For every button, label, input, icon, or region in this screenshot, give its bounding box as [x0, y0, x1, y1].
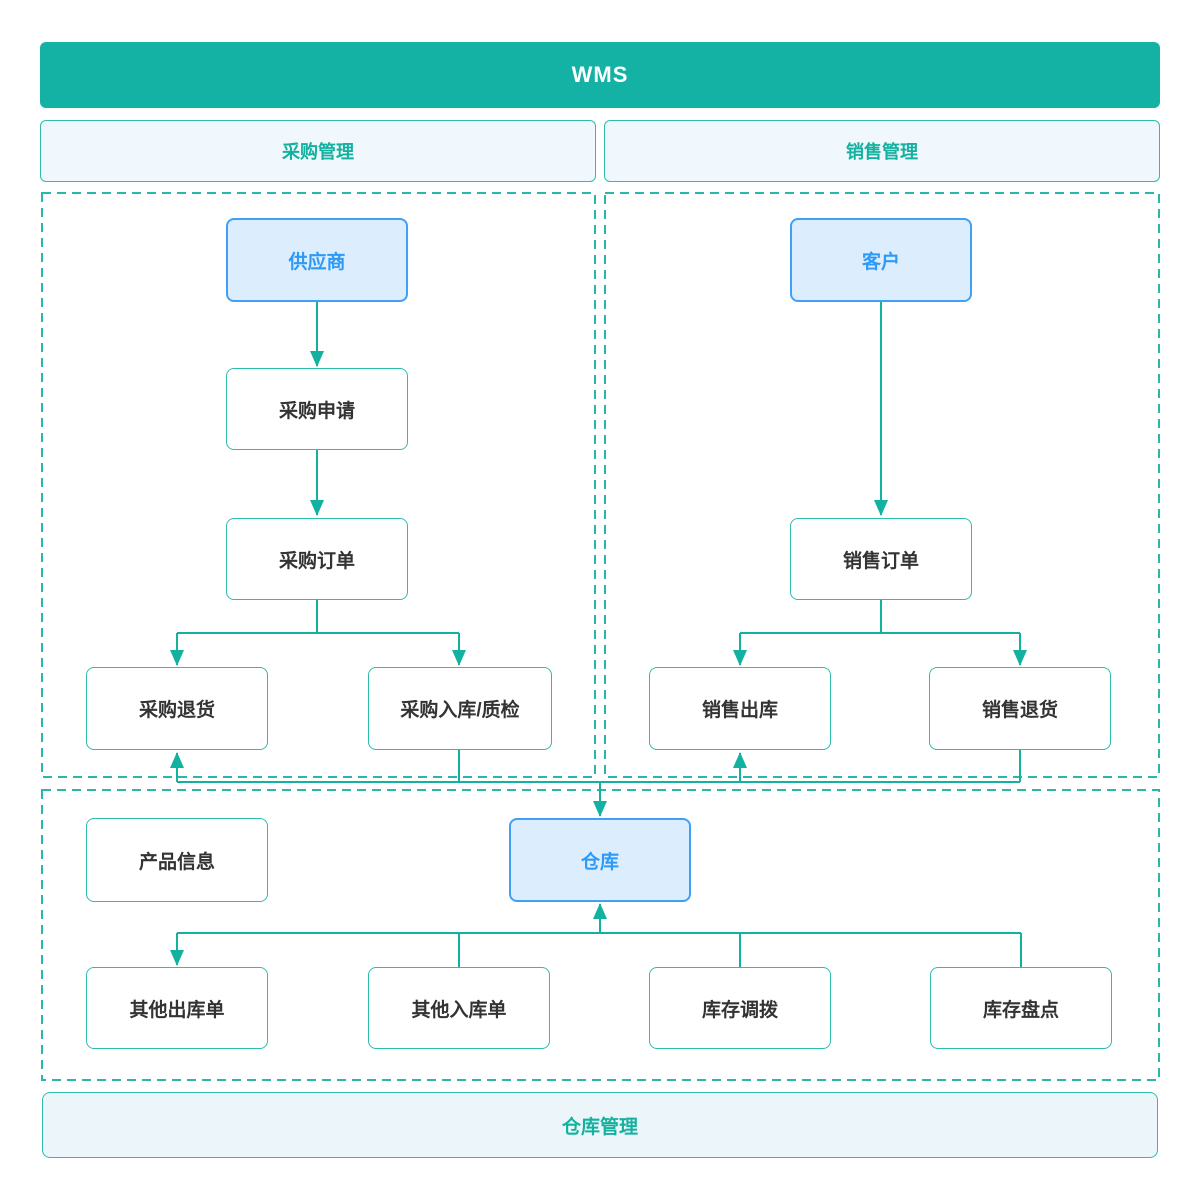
node-sales-outbound: 销售出库 — [649, 667, 831, 750]
edge-mid-hub-rail — [177, 750, 1021, 783]
node-sales-order: 销售订单 — [790, 518, 972, 600]
purchase-section-header: 采购管理 — [40, 120, 596, 182]
node-customer: 客户 — [790, 218, 972, 302]
node-product-info: 产品信息 — [86, 818, 268, 902]
node-purchase-return: 采购退货 — [86, 667, 268, 750]
node-purchase-inbound-qc: 采购入库/质检 — [368, 667, 552, 750]
node-sales-return: 销售退货 — [929, 667, 1111, 750]
node-supplier: 供应商 — [226, 218, 408, 302]
warehouse-section-header: 仓库管理 — [42, 1092, 1158, 1158]
wms-title-bar: WMS — [40, 42, 1160, 108]
node-stock-count: 库存盘点 — [930, 967, 1112, 1049]
node-other-outbound: 其他出库单 — [86, 967, 268, 1049]
edge-purchase-order-branch — [177, 600, 459, 634]
sales-section-header: 销售管理 — [604, 120, 1160, 182]
edge-sales-order-branch — [740, 600, 1020, 634]
node-other-inbound: 其他入库单 — [368, 967, 550, 1049]
node-purchase-order: 采购订单 — [226, 518, 408, 600]
node-stock-transfer: 库存调拨 — [649, 967, 831, 1049]
node-purchase-request: 采购申请 — [226, 368, 408, 450]
node-warehouse: 仓库 — [509, 818, 691, 902]
purchase-section-region — [41, 192, 596, 778]
edge-bottom-hub-rail — [177, 932, 1022, 967]
sales-section-region — [604, 192, 1160, 778]
